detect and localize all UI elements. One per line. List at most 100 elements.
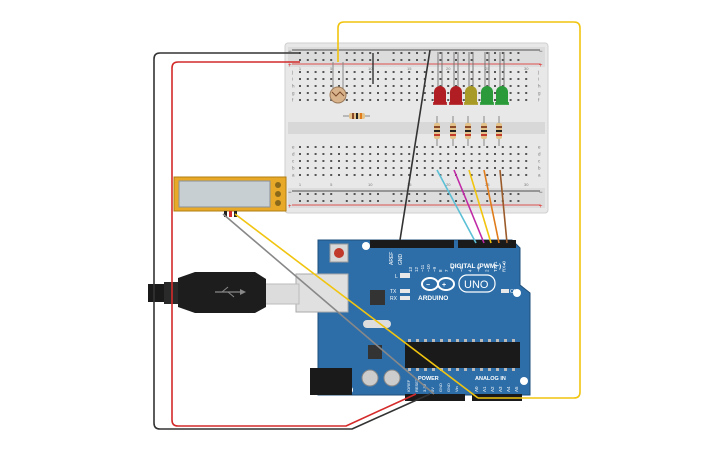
led-resistor[interactable] [481,116,487,146]
rx-label: RX [390,296,398,302]
uno-badge [458,274,496,293]
led4-signal-wire[interactable] [483,169,500,244]
power-pin-label: GND [446,383,451,392]
power-jack[interactable] [310,368,352,395]
display-pin [275,191,281,197]
svg-text:+: + [442,282,446,289]
digital-header-left [370,240,454,248]
voltage-regulator [368,345,382,359]
power-header [405,394,465,401]
breadboard-column-number: 1 [299,182,302,187]
led-gnd-wire[interactable] [399,49,431,241]
led[interactable] [433,52,447,105]
mount-hole [513,289,521,297]
breadboard-column-number: 10 [368,182,373,187]
capacitor [383,369,401,387]
digital-pin-label: 13 [408,266,413,272]
breadboard[interactable]: − + − + − + − + 115510101515202025253030… [284,42,549,214]
photoresistor[interactable] [329,62,347,104]
rail-minus-label-bottom-right: − [539,190,543,196]
rail-plus-label-bottom-right: + [539,204,543,210]
rail-plus-label-top: + [288,63,292,69]
fixed-resistor[interactable] [343,113,370,119]
led[interactable] [449,52,463,105]
led[interactable] [480,52,494,105]
led-resistor[interactable] [465,116,471,146]
gnd-wire[interactable] [153,52,431,430]
board-label: UNO [464,279,489,291]
rail-plus-label-bottom: + [288,204,292,210]
rail-plus-label-top-right: + [539,63,543,69]
analog-pin-label: A5 [514,386,519,392]
breadboard-row-letter: j [537,70,539,75]
led2-signal-wire[interactable] [453,169,485,244]
led[interactable] [464,52,478,105]
breadboard-column-number: 20 [446,66,451,71]
breadboard-row-letter: c [538,159,541,164]
capacitor [361,369,379,387]
brand-label: ARDUINO [418,295,448,302]
digital-header-right [458,240,516,248]
power-header-label: POWER [418,376,439,382]
breadboard-row-letter: a [292,173,295,178]
analog-pin-label: A4 [506,386,511,392]
digital-pin-label: RX◂0 [502,260,507,272]
usb-cable-end [148,284,168,302]
breadboard-column-number: 30 [524,182,529,187]
led3-signal-wire[interactable] [468,169,492,244]
breadboard-column-number: 25 [485,66,490,71]
led-l-label: L [395,274,398,280]
display-signal-wire[interactable] [234,213,479,399]
display-module[interactable] [173,176,287,217]
led-resistor[interactable] [496,116,502,146]
display-lead-gnd [224,211,227,217]
usb-cable[interactable] [148,272,266,313]
photoresistor-signal-wire[interactable] [337,21,581,399]
breadboard-row-letter: g [292,91,295,96]
power-pin-label: IOREF [406,379,411,392]
breadboard-column-number: 10 [368,66,373,71]
digital-pin-label: 7 [444,269,449,272]
breadboard-row-letter: h [292,84,295,89]
analog-pin-label: A0 [474,386,479,392]
breadboard-row-letter: c [292,159,295,164]
breadboard-row-letter: i [292,77,293,82]
gnd-label: GND [398,254,404,266]
digital-pin-label: 8 [438,269,443,272]
digital-pin-label: TX▸1 [493,261,498,272]
analog-pin-label: A2 [490,386,495,392]
usb-icon [215,286,246,298]
breadboard-row-letter: a [538,173,541,178]
breadboard-row-letter: d [292,152,295,157]
top-power-rail [288,47,545,67]
breadboard-column-number: 15 [407,182,412,187]
led-resistor[interactable] [450,116,456,146]
led[interactable] [495,52,509,105]
led-resistor[interactable] [434,116,440,146]
breadboard-row-letter: i [538,77,539,82]
digital-pin-label: ~11 [420,264,425,272]
digital-pin-label: 4 [468,269,473,272]
on-label: ON [510,289,518,295]
display-gnd-wire[interactable] [222,213,435,395]
reset-button-cap[interactable] [334,248,344,258]
breadboard-column-number: 20 [446,182,451,187]
power-pin-label: 3.3V [422,383,427,392]
power-wire[interactable] [171,61,417,427]
breadboard-row-letter: d [538,152,541,157]
breadboard-row-letter: b [538,166,541,171]
bottom-power-rail [288,188,545,208]
led5-signal-wire[interactable] [499,169,508,244]
atmega-chip [405,342,520,368]
center-channel [288,122,545,134]
analog-pin-label: A3 [498,386,503,392]
rail-minus-label-top-right: − [539,49,543,55]
breadboard-holes [299,52,528,202]
svg-text:−: − [426,282,430,289]
led1-signal-wire[interactable] [436,169,477,244]
